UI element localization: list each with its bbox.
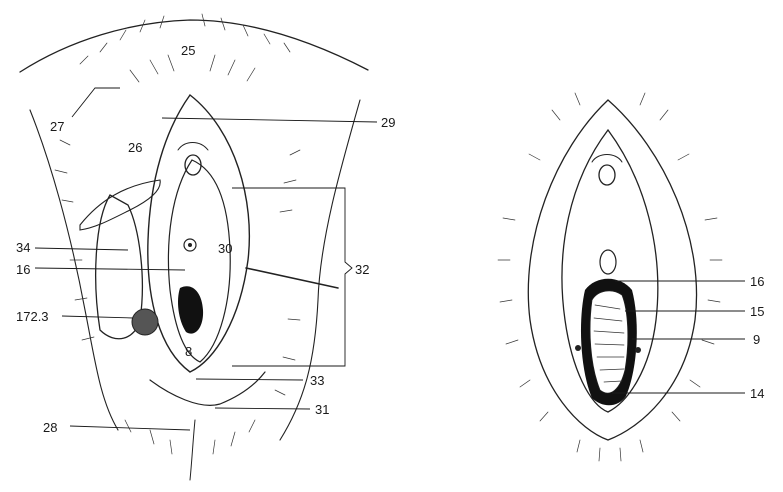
label-34: 34	[16, 240, 30, 255]
right-labels: 16 15 9 14	[750, 274, 764, 401]
label-15: 15	[750, 304, 764, 319]
label-26: 26	[128, 140, 142, 155]
label-32: 32	[355, 262, 369, 277]
label-16-right: 16	[750, 274, 764, 289]
left-labels: 25 27 29 26 34 30 16 32 172.3 8 33 31 28	[16, 43, 395, 435]
label-16-left: 16	[16, 262, 30, 277]
label-31: 31	[315, 402, 329, 417]
label-30: 30	[218, 241, 232, 256]
label-14: 14	[750, 386, 764, 401]
label-33: 33	[310, 373, 324, 388]
label-25: 25	[181, 43, 195, 58]
label-29: 29	[381, 115, 395, 130]
label-9: 9	[753, 332, 760, 347]
label-8: 8	[185, 344, 192, 359]
label-172-3: 172.3	[16, 309, 49, 324]
label-27: 27	[50, 119, 64, 134]
label-28: 28	[43, 420, 57, 435]
right-drawing	[498, 93, 722, 461]
